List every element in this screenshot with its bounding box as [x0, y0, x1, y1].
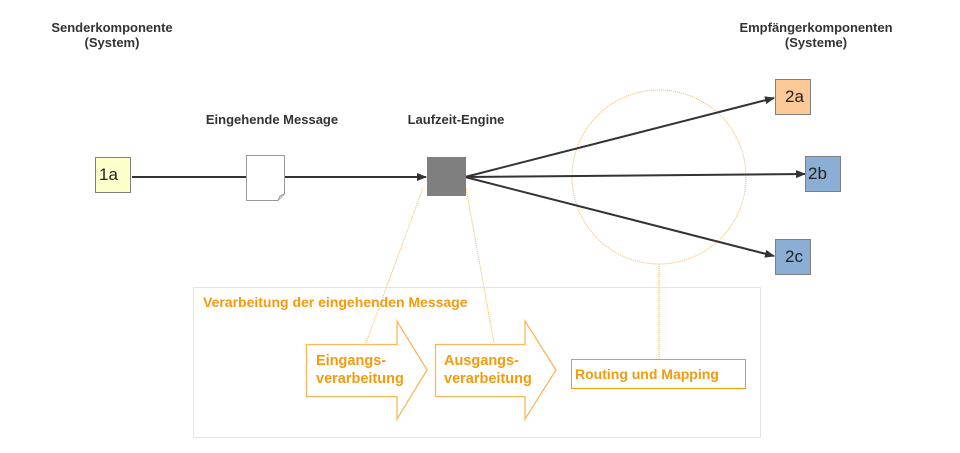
- inbound-processing-arrow: [305, 318, 428, 422]
- message-title: Eingehende Message: [205, 112, 339, 127]
- receiver-box-2b: 2b: [805, 156, 841, 192]
- outbound-processing-label: Ausgangs- verarbeitung: [444, 353, 532, 387]
- routing-mapping-label: Routing und Mapping: [575, 366, 719, 382]
- sender-title: Senderkomponente (System): [51, 20, 173, 50]
- receiver-box-2c: 2c: [775, 239, 811, 275]
- message-document-fold: [277, 193, 285, 201]
- outbound-processing-arrow: [434, 318, 557, 422]
- inbound-processing-label: Eingangs- verarbeitung: [316, 353, 404, 387]
- message-document-icon: [246, 155, 285, 201]
- flow-arrow-engine-2a: [464, 96, 775, 178]
- sender-box-1a: 1a: [95, 157, 131, 193]
- engine-title: Laufzeit-Engine: [407, 112, 505, 127]
- receiver-box-2a: 2a: [775, 79, 811, 115]
- flow-arrow-engine-2c: [464, 176, 775, 258]
- runtime-engine-block: [427, 157, 466, 196]
- processing-title: Verarbeitung der eingehenden Message: [203, 294, 468, 310]
- flow-arrow-engine-2b: [464, 170, 806, 179]
- engine-connector-right: [465, 187, 495, 344]
- routing-circle: [571, 89, 747, 265]
- receivers-title: Empfängerkomponenten (Systeme): [739, 20, 893, 50]
- engine-connector-left: [365, 187, 424, 344]
- routing-mapping-box: [571, 359, 746, 389]
- processing-frame: [193, 287, 761, 438]
